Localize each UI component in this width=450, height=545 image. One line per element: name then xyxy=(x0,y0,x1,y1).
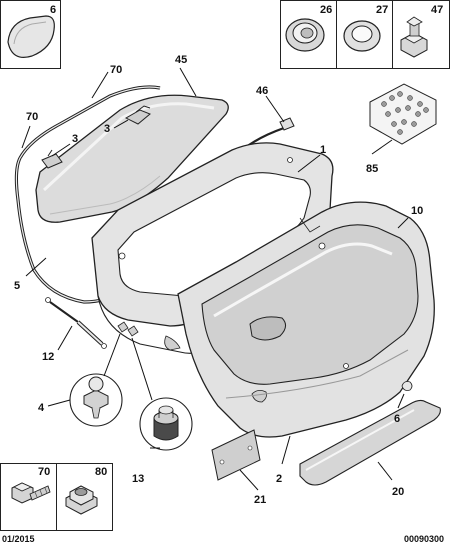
callout-4: 4 xyxy=(38,402,45,414)
part-box-47[interactable]: 47 xyxy=(392,0,450,69)
callout-10: 10 xyxy=(411,205,423,217)
callout-6-side: 6 xyxy=(394,413,400,425)
callout-46: 46 xyxy=(256,85,268,97)
footer-date: 01/2015 xyxy=(2,534,35,544)
callout-85: 85 xyxy=(366,163,378,175)
callout-13: 13 xyxy=(132,473,144,485)
hinge-3-upper[interactable] xyxy=(124,105,151,125)
fixings-kit-85[interactable] xyxy=(369,83,437,145)
part-box-70[interactable]: 70 xyxy=(0,463,57,531)
cap-6-small[interactable] xyxy=(401,381,413,391)
tailgate-outer-panel-10[interactable] xyxy=(177,201,435,438)
small-fastener-4[interactable] xyxy=(117,321,129,333)
part-box-80[interactable]: 80 xyxy=(56,463,113,531)
small-fastener-13[interactable] xyxy=(127,325,139,337)
part-box-27[interactable]: 27 xyxy=(336,0,393,69)
callout-6-top: 6 xyxy=(50,4,56,16)
callout-47: 47 xyxy=(431,4,443,16)
callout-12: 12 xyxy=(42,351,54,363)
callout-3-b: 3 xyxy=(104,123,110,135)
plug-cap-icon xyxy=(7,15,55,58)
flange-nut-icon xyxy=(65,485,98,515)
callout-26: 26 xyxy=(320,4,332,16)
callout-20: 20 xyxy=(392,486,404,498)
screw-bolt-icon xyxy=(11,482,51,504)
part-box-6[interactable]: 6 xyxy=(0,0,61,69)
ball-stud-4-detail[interactable] xyxy=(69,373,123,427)
part-box-26[interactable]: 26 xyxy=(280,0,337,69)
rear-glass-45[interactable] xyxy=(35,94,229,223)
footer-reference: 00090300 xyxy=(404,534,444,544)
hinge-3-lower[interactable] xyxy=(41,149,63,169)
callout-70-b: 70 xyxy=(26,111,38,123)
callout-3-a: 3 xyxy=(72,133,78,145)
gas-strut-12[interactable] xyxy=(45,297,107,349)
licence-plate-bracket-21[interactable] xyxy=(211,429,261,481)
callout-70-a: 70 xyxy=(110,64,122,76)
callout-21: 21 xyxy=(254,494,266,506)
callout-5: 5 xyxy=(14,280,20,292)
trim-strip-20[interactable] xyxy=(299,399,441,486)
callout-2: 2 xyxy=(276,473,282,485)
clip-nut-icon xyxy=(400,16,428,58)
leader-lines xyxy=(21,67,409,491)
callout-27: 27 xyxy=(376,4,388,16)
callout-70-box: 70 xyxy=(38,466,50,478)
callout-1: 1 xyxy=(320,144,326,156)
callout-80-box: 80 xyxy=(95,466,107,478)
buffer-13-detail[interactable] xyxy=(139,397,193,451)
callout-45: 45 xyxy=(175,54,187,66)
